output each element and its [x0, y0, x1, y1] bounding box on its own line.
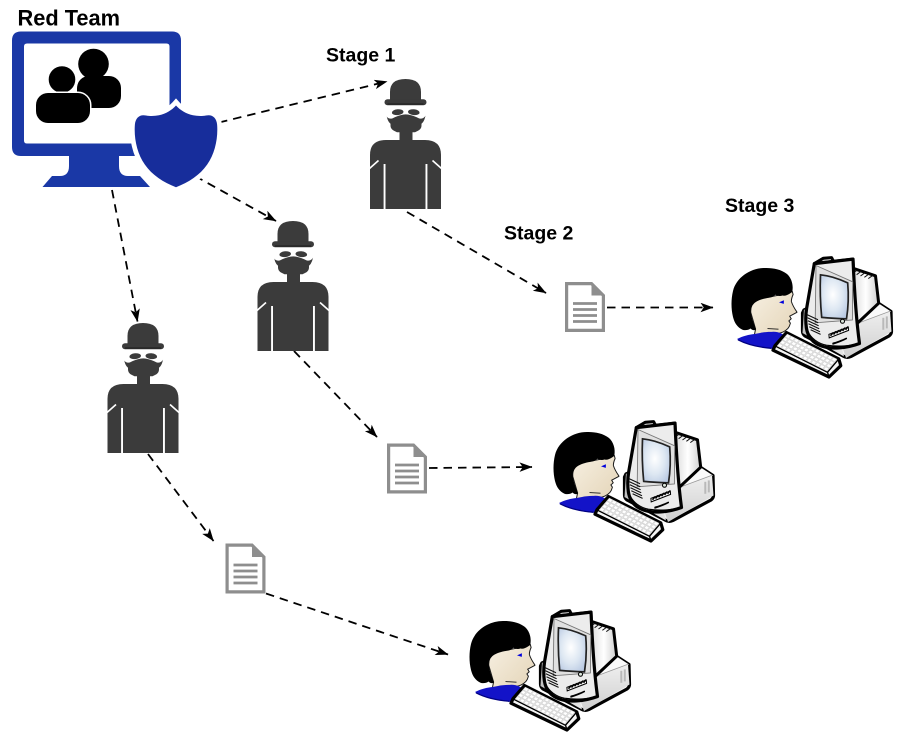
svg-text:Stage 2: Stage 2: [504, 223, 574, 245]
svg-text:Red Team: Red Team: [18, 6, 121, 31]
svg-text:Stage 3: Stage 3: [725, 195, 795, 217]
svg-text:Stage 1: Stage 1: [326, 45, 396, 67]
